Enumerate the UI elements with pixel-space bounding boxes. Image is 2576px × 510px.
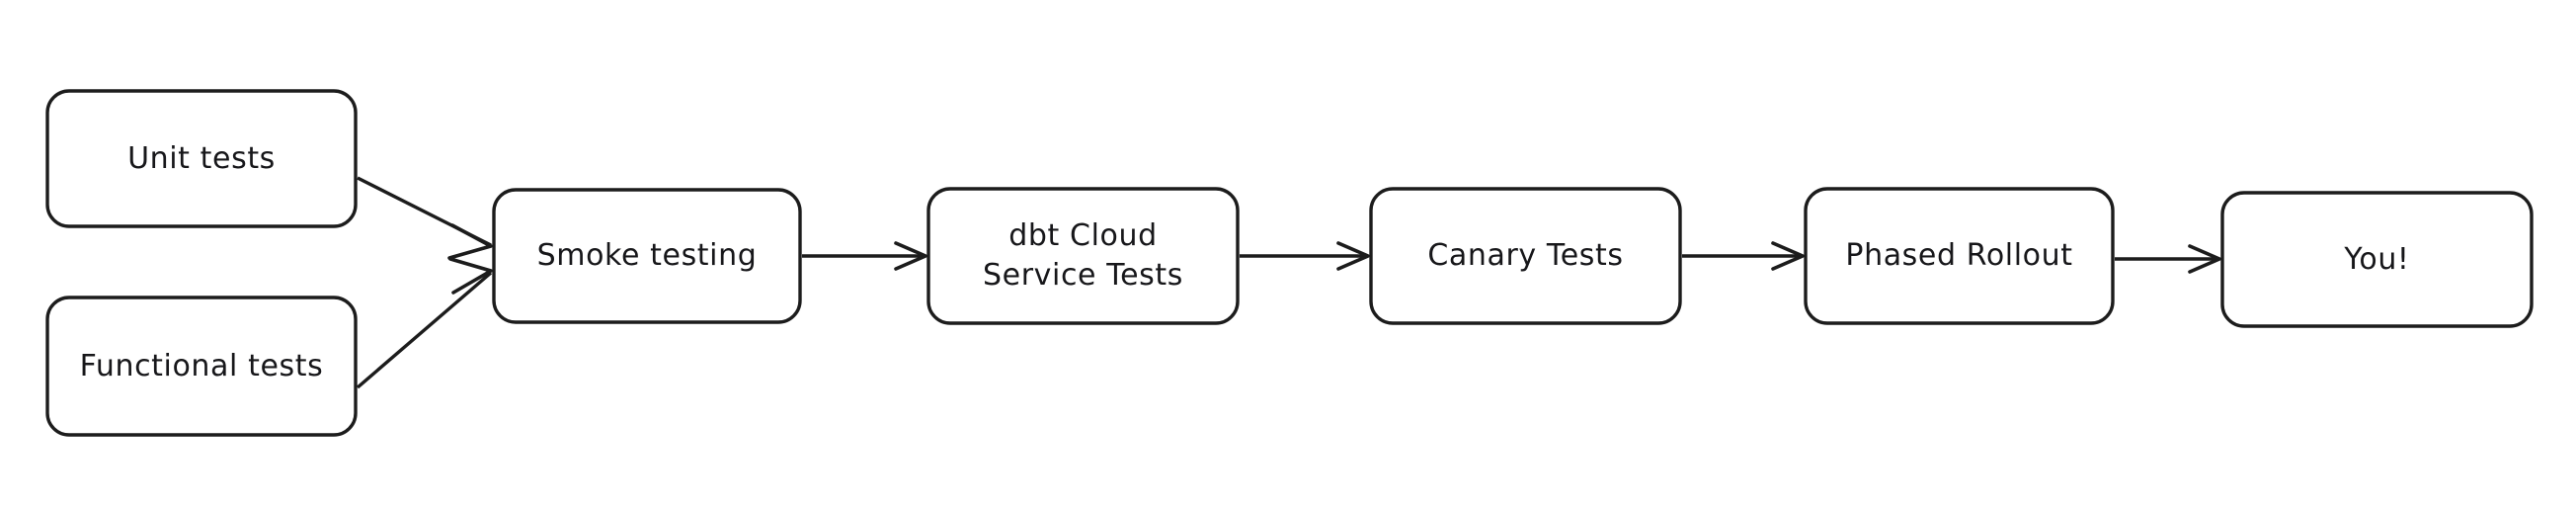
edge-functional-to-smoke <box>356 257 493 389</box>
arrowhead-icon <box>1771 241 1805 271</box>
node-phased-rollout[interactable] <box>1806 189 2113 323</box>
arrowhead-icon <box>448 257 493 295</box>
arrowhead-icon <box>894 241 927 271</box>
node-functional-tests[interactable] <box>47 298 356 435</box>
node-box-you[interactable] <box>2220 191 2534 328</box>
edge-smoke-to-dbt <box>802 241 927 271</box>
node-box-functional-tests[interactable] <box>45 296 358 437</box>
edge-layer <box>356 176 2221 389</box>
node-you[interactable] <box>2222 193 2532 326</box>
node-unit-tests[interactable] <box>47 91 356 226</box>
node-smoke-testing[interactable] <box>494 190 800 322</box>
arrowhead-icon <box>447 223 493 260</box>
arrowhead-icon <box>1336 241 1370 271</box>
edge-line <box>356 271 493 389</box>
edge-canary-to-phased <box>1682 241 1805 271</box>
node-box-unit-tests[interactable] <box>45 89 358 228</box>
edge-dbt-to-canary <box>1240 241 1370 271</box>
node-box-dbt-cloud-service-tests[interactable] <box>926 187 1240 325</box>
arrowhead-icon <box>2188 244 2221 274</box>
edge-phased-to-you <box>2115 244 2221 274</box>
node-dbt-cloud-service-tests[interactable] <box>928 189 1238 323</box>
node-box-phased-rollout[interactable] <box>1804 187 2115 325</box>
node-shape-layer <box>45 89 2534 437</box>
edge-unit-to-smoke <box>357 176 493 260</box>
node-box-smoke-testing[interactable] <box>492 188 802 324</box>
node-canary-tests[interactable] <box>1371 189 1680 323</box>
node-box-canary-tests[interactable] <box>1369 187 1682 325</box>
